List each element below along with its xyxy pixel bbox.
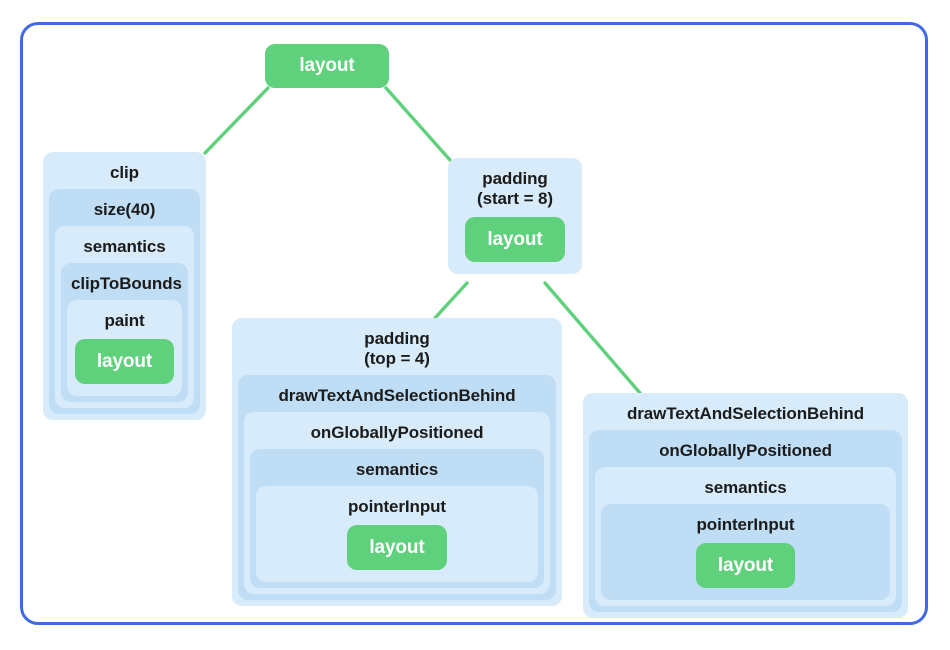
node-pointerinput-right-label: pointerInput — [696, 515, 795, 535]
node-drawtext-right-label: drawTextAndSelectionBehind — [626, 404, 864, 423]
node-padding-top[interactable]: padding (top = 4) drawTextAndSelectionBe… — [232, 318, 562, 607]
node-semantics-right-label: semantics — [704, 478, 787, 498]
node-semantics[interactable]: semantics clipToBounds paint layout — [55, 226, 194, 409]
node-cliptobounds-label: clipToBounds — [71, 274, 182, 294]
node-padding-start-label: padding (start = 8) — [477, 169, 553, 209]
node-pointerinput-right[interactable]: pointerInput layout — [601, 504, 890, 601]
node-semantics-label: semantics — [83, 237, 166, 257]
node-semantics-right[interactable]: semantics pointerInput layout — [595, 467, 896, 607]
node-onglobal-right[interactable]: onGloballyPositioned semantics pointerIn… — [589, 430, 902, 613]
node-size40-label: size(40) — [93, 200, 156, 220]
node-paint[interactable]: paint layout — [67, 300, 182, 397]
node-padding-top-leaf-layout[interactable]: layout — [347, 525, 447, 571]
node-onglobal-mid-label: onGloballyPositioned — [310, 423, 484, 443]
node-right-leaf-layout[interactable]: layout — [695, 543, 796, 589]
cluster-draw-text-right: drawTextAndSelectionBehind onGloballyPos… — [583, 393, 908, 619]
node-root-layout[interactable]: layout — [265, 44, 389, 88]
node-padding-start[interactable]: padding (start = 8) layout — [448, 158, 582, 275]
node-clip-leaf-wrap: layout — [73, 337, 176, 390]
node-pointerinput-mid[interactable]: pointerInput layout — [256, 486, 538, 583]
node-onglobal-mid[interactable]: onGloballyPositioned semantics pointerIn… — [244, 412, 550, 595]
node-onglobal-right-label: onGloballyPositioned — [659, 441, 832, 461]
node-clip-label: clip — [110, 163, 139, 182]
node-drawtext-mid-label: drawTextAndSelectionBehind — [278, 386, 516, 406]
node-padding-start-leaf-wrap: layout — [454, 215, 576, 268]
node-drawtext-right[interactable]: drawTextAndSelectionBehind onGloballyPos… — [583, 393, 908, 619]
cluster-clip: clip size(40) semantics clipToBounds pai… — [43, 152, 206, 421]
cluster-padding-top: padding (top = 4) drawTextAndSelectionBe… — [232, 318, 562, 607]
node-clip-leaf-layout[interactable]: layout — [74, 339, 175, 385]
cluster-padding-start: padding (start = 8) layout — [448, 158, 582, 275]
node-padding-top-leaf-wrap: layout — [262, 523, 532, 576]
node-right-leaf-wrap: layout — [607, 541, 884, 594]
node-pointerinput-mid-label: pointerInput — [348, 497, 446, 517]
node-padding-top-label: padding (top = 4) — [364, 329, 430, 369]
node-padding-start-leaf-layout[interactable]: layout — [465, 217, 565, 263]
node-semantics-mid-label: semantics — [355, 460, 439, 480]
node-semantics-mid[interactable]: semantics pointerInput layout — [250, 449, 544, 589]
node-root-layout-label: layout — [299, 55, 355, 76]
node-paint-label: paint — [104, 311, 145, 331]
node-cliptobounds[interactable]: clipToBounds paint layout — [61, 263, 188, 403]
node-clip[interactable]: clip size(40) semantics clipToBounds pai… — [43, 152, 206, 421]
node-size40[interactable]: size(40) semantics clipToBounds paint la… — [49, 189, 200, 415]
node-drawtext-mid[interactable]: drawTextAndSelectionBehind onGloballyPos… — [238, 375, 556, 601]
